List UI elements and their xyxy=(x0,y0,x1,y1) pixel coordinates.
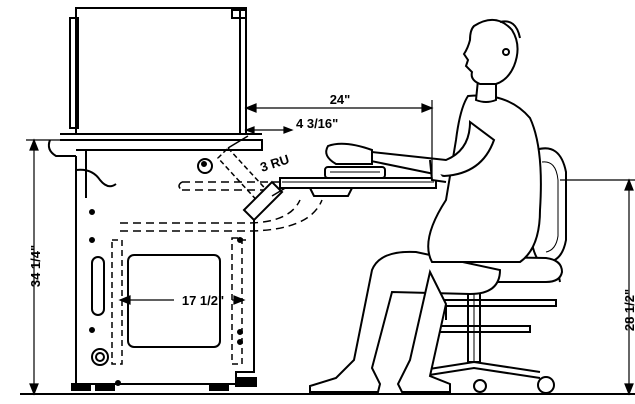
monitor xyxy=(60,7,262,141)
seated-person xyxy=(309,19,542,393)
inner-width-label: 17 1/2" xyxy=(182,293,224,308)
dimension-lines xyxy=(26,100,635,396)
keyboard-height-label: 28 1/2" xyxy=(622,289,635,331)
reach-label: 24" xyxy=(330,92,351,107)
rack-units-label: 3 RU xyxy=(258,151,291,174)
tray-stowed-outlines xyxy=(120,181,323,241)
keyboard-tray xyxy=(279,166,437,197)
offset-label: 4 3/16" xyxy=(296,116,338,131)
overall-height-label: 34 1/4" xyxy=(28,245,43,287)
console-cabinet xyxy=(47,139,263,391)
